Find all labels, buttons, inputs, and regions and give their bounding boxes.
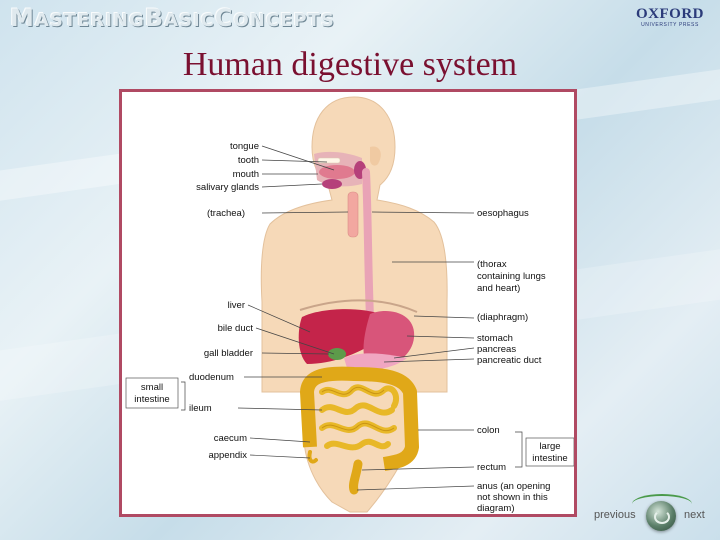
- diagram-frame: tongue tooth mouth salivary glands (trac…: [119, 89, 577, 517]
- liver-organ: [298, 309, 380, 364]
- label-trachea: (trachea): [207, 208, 245, 219]
- large-intestine-organ: [300, 366, 419, 471]
- series-title-part: M: [10, 4, 35, 32]
- label-anus: anus (an opening: [477, 481, 550, 492]
- publisher-name: OXFORD: [636, 6, 704, 22]
- slide-navigation: previous next: [590, 494, 718, 536]
- label-liver: liver: [228, 300, 245, 311]
- label-large-intestine: intestine: [532, 453, 567, 464]
- nav-arrow-arc: [632, 494, 692, 514]
- label-duodenum: duodenum: [189, 372, 234, 383]
- label-thorax: containing lungs: [477, 271, 546, 282]
- label-colon: colon: [477, 425, 500, 436]
- small-intestine-box: [125, 377, 179, 409]
- label-rectum: rectum: [477, 462, 506, 473]
- large-intestine-box: [525, 437, 574, 467]
- publisher-logo: OXFORD UNIVERSITY PRESS: [636, 6, 704, 28]
- home-orb-icon[interactable]: [646, 501, 676, 531]
- page-title: Human digestive system: [182, 46, 518, 83]
- trachea-organ: [347, 191, 359, 238]
- label-stomach: stomach: [477, 333, 513, 344]
- series-title-part: ASTERING: [34, 10, 145, 31]
- label-small-intestine: small: [141, 382, 163, 393]
- label-salivary-glands: salivary glands: [196, 182, 259, 193]
- tooth-row: [317, 157, 341, 164]
- label-thorax: (thorax: [477, 259, 507, 270]
- label-bile-duct: bile duct: [218, 323, 254, 334]
- rectum-organ: [349, 459, 363, 495]
- label-pancreatic-duct: pancreatic duct: [477, 355, 542, 366]
- series-title: MASTERING BASIC CONCEPTS: [10, 4, 335, 32]
- label-pancreas: pancreas: [477, 344, 516, 355]
- leader-lines-left: [181, 145, 349, 459]
- series-title-part: C: [214, 4, 234, 32]
- label-thorax: and heart): [477, 283, 520, 294]
- series-title-part: ASIC: [164, 10, 215, 31]
- label-anus: diagram): [477, 503, 515, 514]
- label-anus: not shown in this: [477, 492, 548, 503]
- label-ileum: ileum: [189, 403, 212, 414]
- label-tooth: tooth: [238, 155, 259, 166]
- pancreas-organ: [344, 353, 407, 370]
- gall-bladder-organ: [328, 348, 346, 360]
- label-oesophagus: oesophagus: [477, 208, 529, 219]
- salivary-gland: [322, 179, 342, 189]
- label-gall-bladder: gall bladder: [204, 348, 253, 359]
- diaphragm-organ: [299, 299, 418, 313]
- intestine-outline: [321, 386, 395, 431]
- oesophagus-organ: [362, 168, 374, 321]
- publisher-sub: UNIVERSITY PRESS: [641, 22, 699, 28]
- appendix-organ: [307, 450, 318, 464]
- label-diaphragm: (diaphragm): [477, 312, 528, 323]
- next-button[interactable]: next: [684, 509, 705, 521]
- label-tongue: tongue: [230, 141, 259, 152]
- label-small-intestine: intestine: [134, 394, 169, 405]
- ear: [370, 146, 381, 166]
- label-mouth: mouth: [233, 169, 259, 180]
- label-caecum: caecum: [214, 433, 247, 444]
- digestive-system-diagram: tongue tooth mouth salivary glands (trac…: [125, 96, 574, 514]
- tongue-organ: [319, 165, 355, 179]
- leader-lines-right: [356, 211, 523, 491]
- previous-button[interactable]: previous: [594, 509, 636, 521]
- series-title-part: ONCEPTS: [233, 10, 335, 31]
- label-appendix: appendix: [208, 450, 247, 461]
- series-title-part: B: [144, 4, 165, 32]
- label-large-intestine: large: [539, 441, 560, 452]
